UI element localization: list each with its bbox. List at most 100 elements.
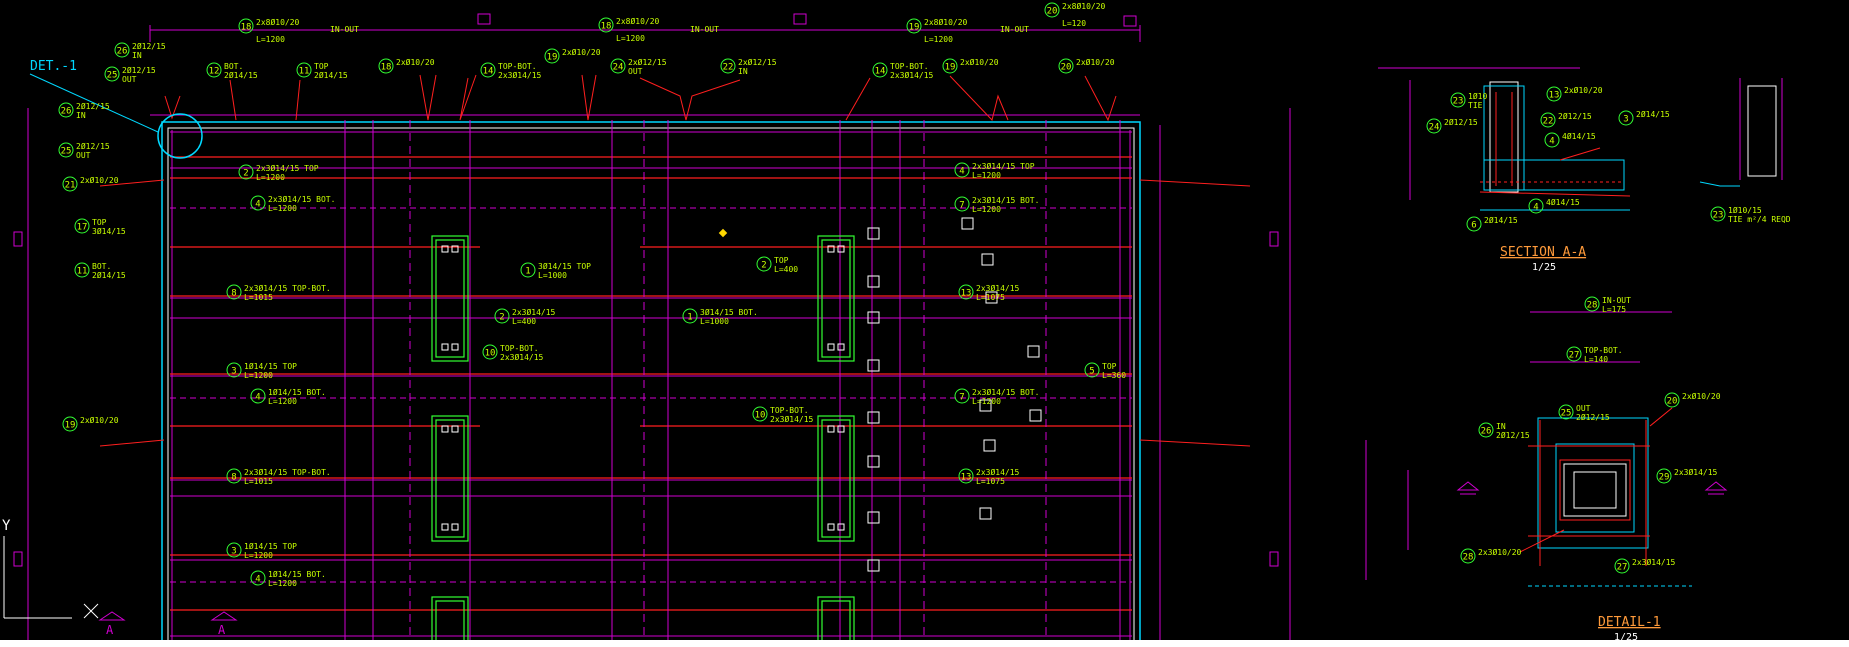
row-label-7-number: 4	[255, 575, 260, 585]
bar-mark-6-bubble	[544, 48, 560, 64]
detail-mark-5-number: 29	[1659, 473, 1670, 483]
detail-mark-5-text: 2x3Ø14/15	[1674, 467, 1718, 477]
section-mark-6-number: 6	[1471, 221, 1476, 231]
section-mark-3-bubble	[1540, 112, 1556, 128]
detail-mark-5-bubble	[1656, 468, 1672, 484]
section-mark-6-bubble	[1466, 216, 1482, 232]
row-label-7-text: 1Ø14/15 BOT.	[268, 569, 326, 579]
left-mark-3-bubble	[74, 218, 90, 234]
detail-mark-1-number: 27	[1569, 351, 1580, 361]
right-label-5-bubble	[958, 468, 974, 484]
row-label-2-bubble	[226, 284, 242, 300]
row-label-1-number: 4	[255, 200, 260, 210]
section-mark-1-bubble	[1546, 86, 1562, 102]
detail-mark-4-sub: 2Ø12/15	[1496, 430, 1530, 440]
section-mark-3-number: 22	[1543, 117, 1554, 127]
bar-mark-6-text: 2xØ10/20	[562, 47, 601, 57]
right-label-2-sub: L=1075	[976, 293, 1005, 302]
row-label-7-bubble	[250, 570, 266, 586]
column-b2	[817, 415, 855, 542]
section-mark-5-text: 4Ø14/15	[1562, 131, 1596, 141]
top-mark-length-0: L=1200	[256, 35, 285, 44]
left-mark-1-number: 25	[61, 147, 72, 157]
section-mark-8-bubble	[1710, 206, 1726, 222]
bar-mark-10-number: 19	[945, 63, 956, 73]
bar-mark-4-bubble	[378, 58, 394, 74]
bar-mark-3-sub: 2Ø14/15	[314, 70, 348, 80]
plan-frame	[13, 13, 1291, 647]
mid-label-3-bubble	[682, 308, 698, 324]
right-label-2-text: 2x3Ø14/15	[976, 283, 1020, 293]
top-mark-3-number: 20	[1047, 7, 1058, 17]
top-inout-1: IN-OUT	[690, 25, 719, 34]
row-label-1-text: 2x3Ø14/15 BOT.	[268, 194, 335, 204]
column-a2	[431, 415, 469, 542]
detail-mark-4-bubble	[1478, 422, 1494, 438]
section-mark-4: 3 2Ø14/15	[1618, 109, 1670, 126]
detail-mark-6-text: 2x3Ø10/20	[1478, 547, 1522, 557]
bar-mark-1-text: 2Ø12/15	[122, 65, 156, 75]
section-mark-5-bubble	[1544, 132, 1560, 148]
top-mark-1-number: 18	[601, 22, 612, 32]
bar-mark-3-bubble	[296, 62, 312, 78]
top-mark-3-bubble	[1044, 2, 1060, 18]
bar-mark-5-text: TOP-BOT.	[498, 62, 537, 71]
top-mark-3-text: 2x8Ø10/20	[1062, 1, 1106, 11]
right-label-5-sub: L=1075	[976, 477, 1005, 486]
bar-mark-7-number: 24	[613, 63, 624, 73]
bar-mark-3-text: TOP	[314, 62, 329, 71]
mid-label-0-text: 3Ø14/15 TOP	[538, 261, 591, 271]
mid-label-3-sub: L=1000	[700, 317, 729, 326]
left-mark-0-bubble	[58, 102, 74, 118]
section-mark-4-number: 3	[1623, 115, 1628, 125]
section-mark-0-bubble	[1450, 92, 1466, 108]
section-mark-7-number: 4	[1533, 203, 1538, 213]
left-mark-0-sub: IN	[76, 111, 86, 120]
detail-mark-5: 29 2x3Ø14/15	[1656, 467, 1718, 484]
horizontal-dim-lines	[170, 167, 1132, 637]
section-mark-2-number: 24	[1429, 123, 1440, 133]
bar-mark-5-sub: 2x3Ø14/15	[498, 70, 542, 80]
section-mark-5-number: 4	[1549, 137, 1554, 147]
row-label-6-text: 1Ø14/15 TOP	[244, 541, 297, 551]
detail-mark-3-number: 20	[1667, 397, 1678, 407]
section-aa-title: SECTION A-A	[1500, 245, 1586, 260]
bar-mark-7-text: 2xØ12/15	[628, 57, 667, 67]
detail-mark-1-bubble	[1566, 346, 1582, 362]
mid-label-5-sub: 2x3Ø14/15	[770, 414, 814, 424]
bar-mark-9-number: 14	[875, 67, 886, 77]
right-label-4-number: 7	[959, 393, 964, 403]
left-mark-1-sub: OUT	[76, 151, 91, 160]
left-mark-5-bubble	[62, 416, 78, 432]
row-label-4-text: 1Ø14/15 BOT.	[268, 387, 326, 397]
section-mark-6-text: 2Ø14/15	[1484, 215, 1518, 225]
bar-mark-3-number: 11	[299, 67, 310, 77]
section-mark-4-text: 2Ø14/15	[1636, 109, 1670, 119]
row-label-2-sub: L=1015	[244, 293, 273, 302]
row-label-5-number: 8	[231, 473, 236, 483]
mid-label-2-sub: 2x3Ø14/15	[500, 352, 544, 362]
mid-label-5-number: 10	[755, 411, 766, 421]
bar-mark-1-bubble	[104, 66, 120, 82]
bar-mark-1-sub: OUT	[122, 75, 137, 84]
row-label-0-number: 2	[243, 169, 248, 179]
section-mark-1-text: 2xØ10/20	[1564, 85, 1603, 95]
right-label-0-sub: L=1200	[972, 171, 1001, 180]
